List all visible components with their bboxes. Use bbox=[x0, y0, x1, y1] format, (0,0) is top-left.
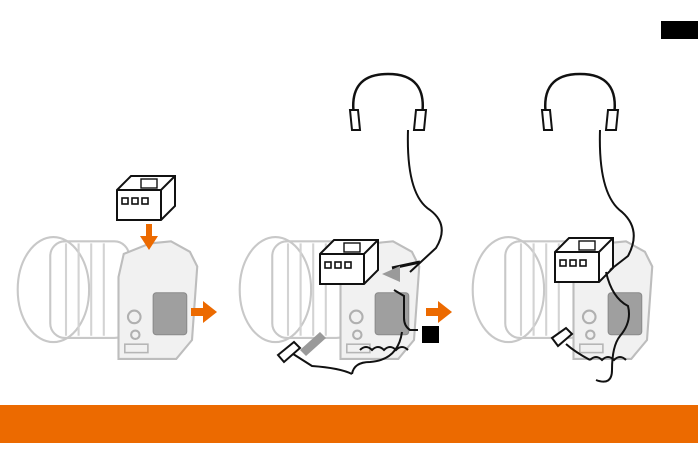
bottom-band bbox=[0, 405, 698, 443]
receiver-icon bbox=[117, 176, 175, 220]
illustration bbox=[0, 0, 698, 405]
receiver-icon bbox=[555, 238, 613, 282]
headphones-icon bbox=[350, 74, 426, 130]
step-2-connect-cables bbox=[240, 74, 442, 374]
step-3-assembled bbox=[473, 74, 653, 382]
camera-icon bbox=[18, 237, 198, 359]
step-1-attach-receiver bbox=[18, 176, 198, 359]
callout-marker bbox=[422, 326, 439, 343]
receiver-icon bbox=[320, 240, 378, 284]
arrow-right-icon bbox=[426, 301, 452, 323]
headphones-icon bbox=[542, 74, 618, 130]
